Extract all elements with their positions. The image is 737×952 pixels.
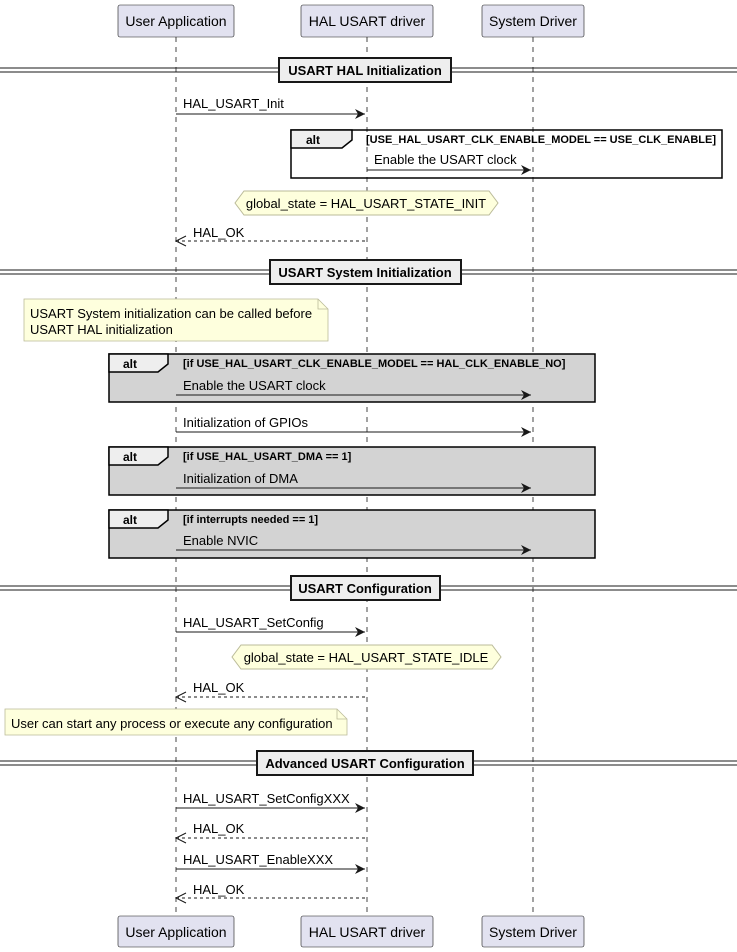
alt-condition: [if USE_HAL_USART_CLK_ENABLE_MODEL == HA… <box>183 358 566 370</box>
message-label: HAL_USART_SetConfig <box>183 615 324 630</box>
participant-label: User Application <box>125 924 226 940</box>
alt-condition: [USE_HAL_USART_CLK_ENABLE_MODEL == USE_C… <box>366 134 716 146</box>
note-line-1: USART System initialization can be calle… <box>30 306 312 321</box>
alt-frame-nvic: alt [if interrupts needed == 1] Enable N… <box>108 509 596 559</box>
divider-title: USART System Initialization <box>278 265 451 280</box>
message-label: Enable the USART clock <box>183 378 326 393</box>
divider-advanced-configuration: Advanced USART Configuration <box>0 750 737 776</box>
alt-label: alt <box>123 450 137 464</box>
return-hal-ok-config: HAL_OK <box>174 680 365 703</box>
message-hal-usart-enablexxx: HAL_USART_EnableXXX <box>176 852 365 874</box>
state-hexagon-init: global_state = HAL_USART_STATE_INIT <box>234 190 499 216</box>
message-label: HAL_USART_EnableXXX <box>183 852 333 867</box>
message-label: HAL_OK <box>193 821 245 836</box>
participant-hal-usart-driver-top: HAL USART driver <box>300 4 434 38</box>
participant-system-driver-bottom: System Driver <box>481 915 585 948</box>
state-label: global_state = HAL_USART_STATE_INIT <box>246 196 486 211</box>
alt-label: alt <box>306 133 320 147</box>
alt-frame-clk-enable: alt [USE_HAL_USART_CLK_ENABLE_MODEL == U… <box>290 129 723 179</box>
participant-hal-usart-driver-bottom: HAL USART driver <box>300 915 434 948</box>
note-line-2: USART HAL initialization <box>30 322 173 337</box>
message-label: HAL_OK <box>193 882 245 897</box>
alt-frame-clk-enable-no: alt [if USE_HAL_USART_CLK_ENABLE_MODEL =… <box>108 353 596 403</box>
participant-user-application-top: User Application <box>117 4 235 38</box>
participant-label: System Driver <box>489 924 577 940</box>
state-label: global_state = HAL_USART_STATE_IDLE <box>244 650 489 665</box>
state-hexagon-idle: global_state = HAL_USART_STATE_IDLE <box>231 644 502 670</box>
divider-title: USART HAL Initialization <box>288 63 442 78</box>
participant-label: HAL USART driver <box>309 924 426 940</box>
message-hal-usart-init: HAL_USART_Init <box>176 96 365 119</box>
return-hal-ok-advanced-2: HAL_OK <box>174 882 365 904</box>
participant-user-application-bottom: User Application <box>117 915 235 948</box>
message-gpio-init: Initialization of GPIOs <box>176 415 531 437</box>
message-label: HAL_USART_SetConfigXXX <box>183 791 350 806</box>
message-label: HAL_OK <box>193 225 245 240</box>
alt-label: alt <box>123 513 137 527</box>
participant-system-driver-top: System Driver <box>481 4 585 38</box>
divider-usart-configuration: USART Configuration <box>0 575 737 601</box>
return-hal-ok-init: HAL_OK <box>174 225 365 247</box>
return-hal-ok-advanced-1: HAL_OK <box>174 821 365 844</box>
participant-label: User Application <box>125 13 226 29</box>
note-user-can-start: User can start any process or execute an… <box>4 708 348 736</box>
alt-frame-dma: alt [if USE_HAL_USART_DMA == 1] Initiali… <box>108 446 596 496</box>
divider-title: USART Configuration <box>298 581 432 596</box>
divider-hal-initialization: USART HAL Initialization <box>0 57 737 83</box>
message-label: Enable the USART clock <box>374 152 517 167</box>
message-hal-usart-setconfig: HAL_USART_SetConfig <box>176 615 365 637</box>
divider-system-initialization: USART System Initialization <box>0 259 737 285</box>
message-hal-usart-setconfigxxx: HAL_USART_SetConfigXXX <box>176 791 365 813</box>
alt-label: alt <box>123 357 137 371</box>
alt-condition: [if interrupts needed == 1] <box>183 514 318 526</box>
message-label: Enable NVIC <box>183 533 258 548</box>
participant-label: HAL USART driver <box>309 13 426 29</box>
participant-label: System Driver <box>489 13 577 29</box>
alt-condition: [if USE_HAL_USART_DMA == 1] <box>183 451 352 463</box>
divider-title: Advanced USART Configuration <box>265 756 464 771</box>
message-label: Initialization of DMA <box>183 471 298 486</box>
message-label: HAL_OK <box>193 680 245 695</box>
note-system-init: USART System initialization can be calle… <box>23 298 329 342</box>
note-text: User can start any process or execute an… <box>11 716 333 731</box>
message-label: HAL_USART_Init <box>183 96 284 111</box>
message-label: Initialization of GPIOs <box>183 415 308 430</box>
